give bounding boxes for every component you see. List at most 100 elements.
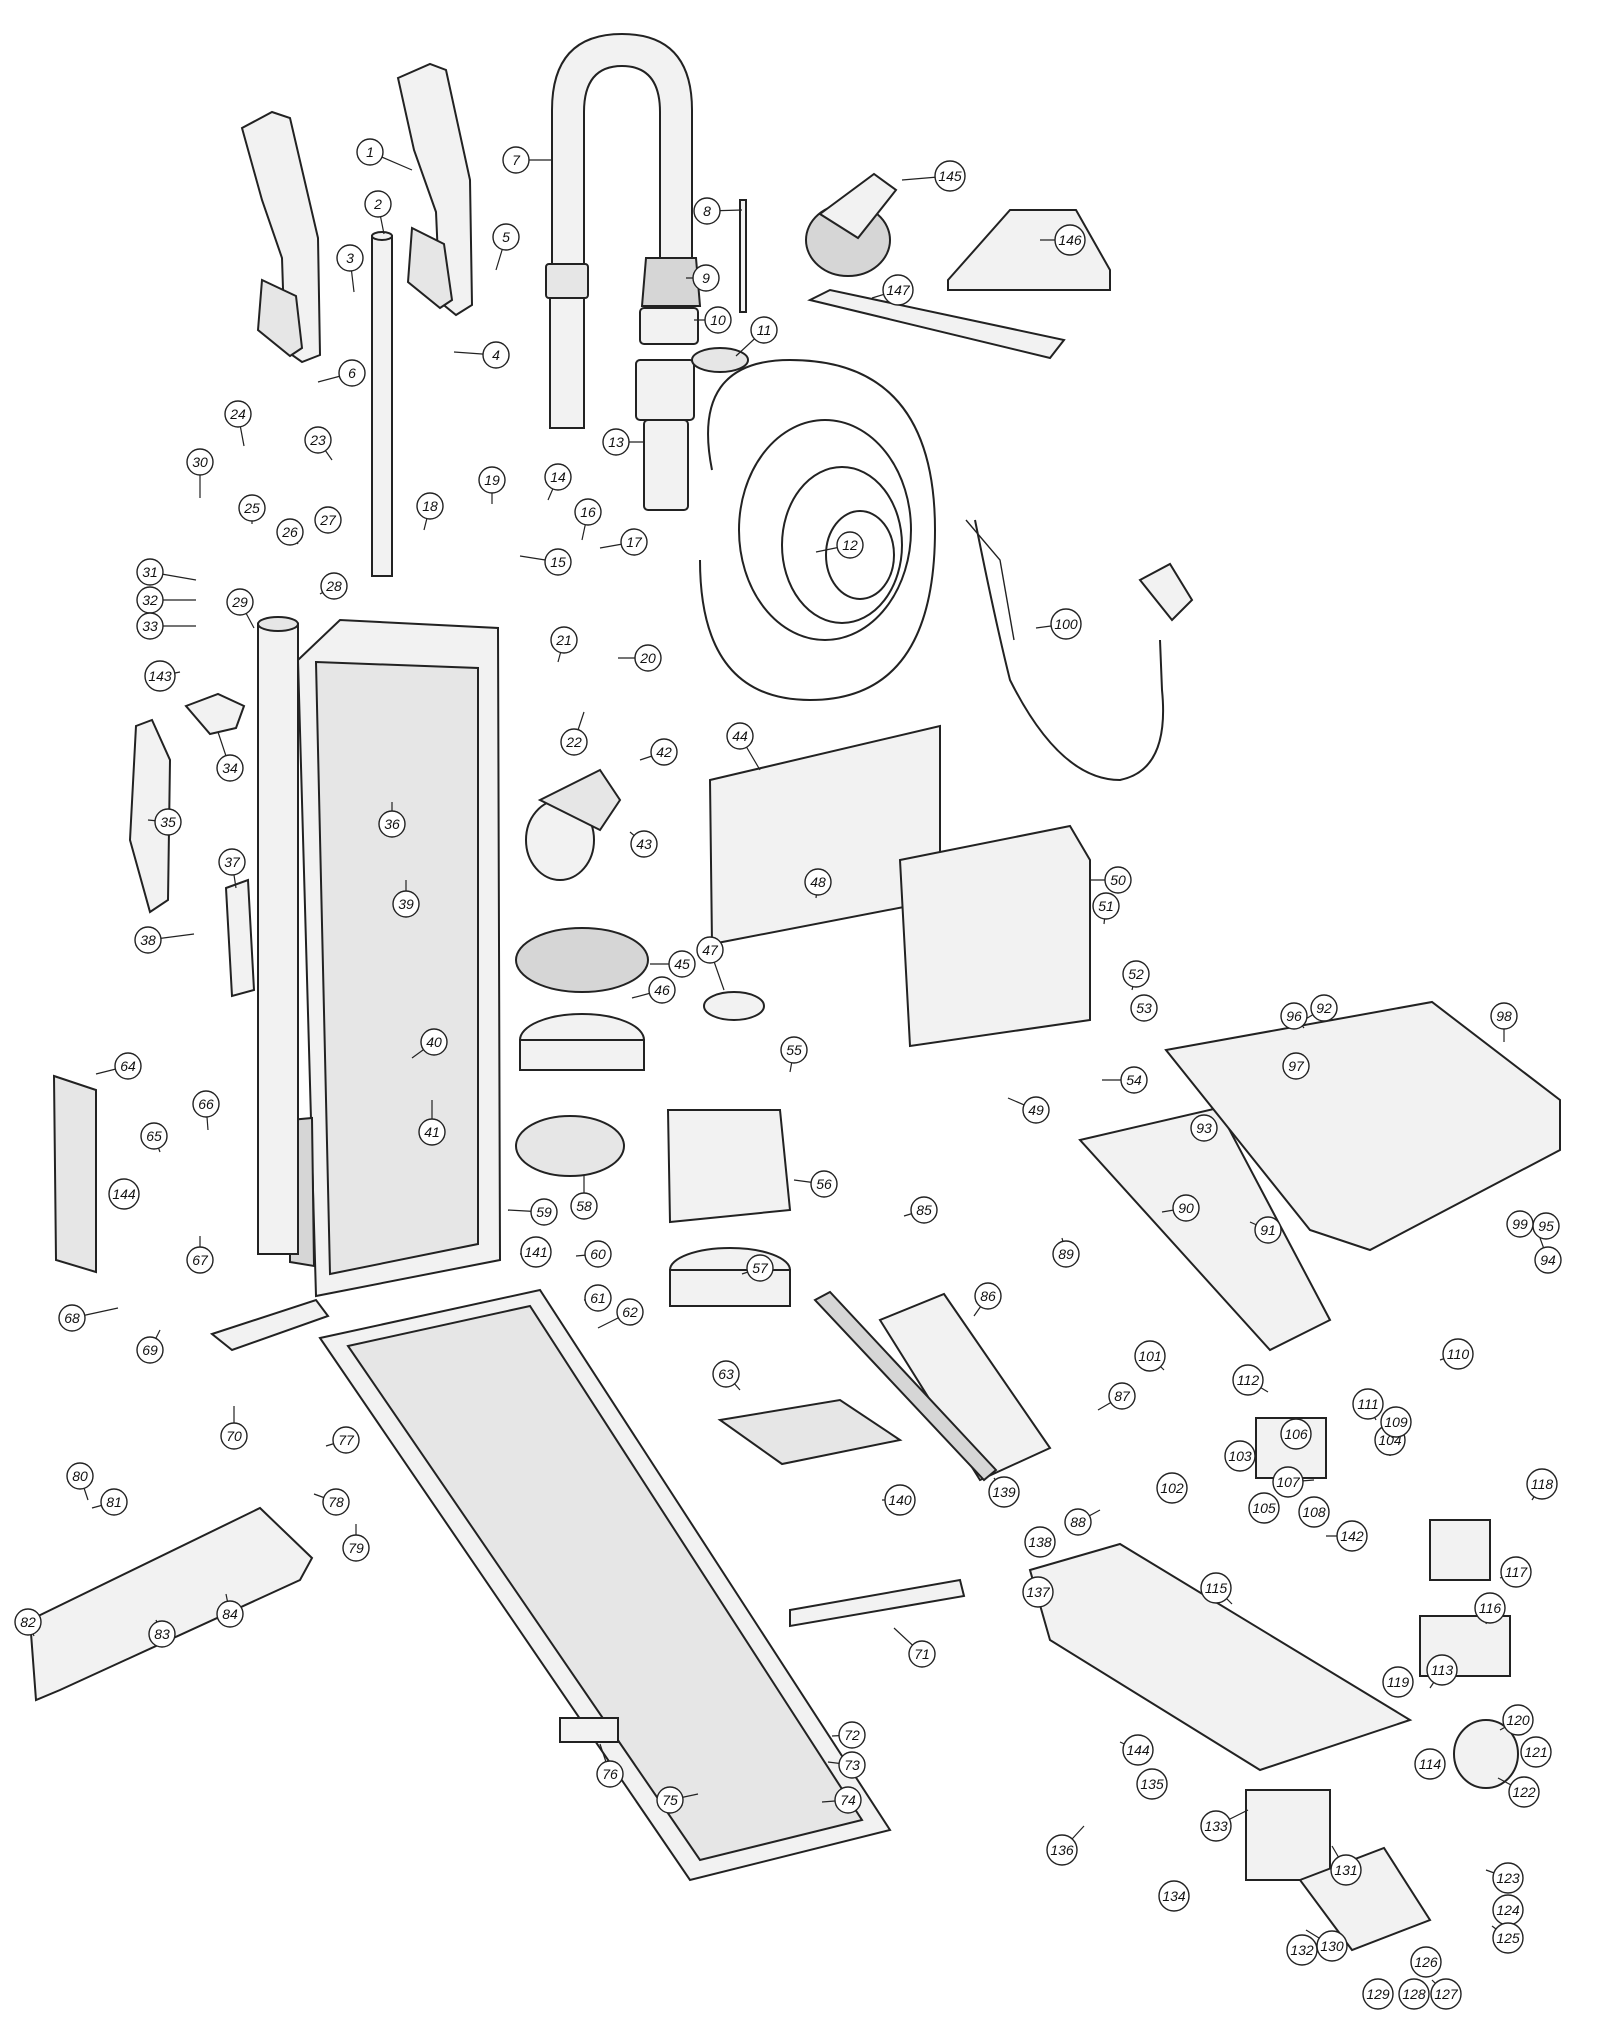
callout-number: 124: [1496, 1902, 1520, 1918]
dusting-brush: [805, 172, 898, 277]
callout-circle: [1490, 1002, 1518, 1030]
callout-circle: [1398, 1978, 1430, 2010]
callout-circle: [634, 644, 662, 672]
upholstery-tool: [947, 209, 1111, 291]
foam-pad: [52, 1074, 97, 1274]
callout-number: 114: [1419, 1756, 1442, 1772]
crevice-tool: [807, 288, 1066, 360]
callout-circle: [1104, 866, 1132, 894]
callout-circle: [378, 810, 406, 838]
callout-number: 4: [492, 347, 500, 363]
callout-circle: [220, 1422, 248, 1450]
callout-circle: [656, 1786, 684, 1814]
callout-number: 101: [1138, 1348, 1161, 1364]
callout-circle: [838, 1751, 866, 1779]
callout-77: 77: [325, 1426, 360, 1454]
callout-number: 144: [112, 1186, 136, 1202]
callout-number: 45: [674, 956, 690, 972]
callout-circle: [882, 274, 914, 306]
callout-number: 133: [1204, 1818, 1228, 1834]
grille: [515, 1115, 625, 1177]
callout-circle: [584, 1284, 612, 1312]
callout-number: 64: [120, 1058, 136, 1074]
callout-number: 43: [636, 836, 652, 852]
callout-115: 115: [1200, 1572, 1233, 1605]
callout-number: 8: [703, 203, 711, 219]
handle-grip-right: [396, 62, 474, 317]
callout-number: 145: [938, 168, 962, 184]
callout-122: 122: [1497, 1776, 1540, 1808]
callout-61: 61: [583, 1284, 612, 1312]
callout-number: 59: [536, 1204, 552, 1220]
callout-circle: [100, 1488, 128, 1516]
callout-number: 31: [142, 564, 158, 580]
callout-number: 50: [1110, 872, 1126, 888]
callout-number: 60: [590, 1246, 606, 1262]
callout-132: 132: [1286, 1934, 1318, 1966]
callout-number: 1: [366, 144, 374, 160]
callout-37: 37: [218, 848, 246, 889]
callout-circle: [1410, 1946, 1442, 1978]
callout-circle: [478, 466, 506, 494]
callout-94: 94: [1534, 1237, 1562, 1274]
callout-number: 21: [555, 632, 572, 648]
callout-number: 119: [1387, 1674, 1410, 1690]
callout-74: 74: [821, 1786, 862, 1814]
callout-83: 83: [148, 1619, 176, 1648]
callout-60: 60: [575, 1240, 612, 1268]
callout-circle: [1330, 1854, 1362, 1886]
bumper-bracket: [28, 1506, 314, 1702]
callout-circle: [746, 1254, 774, 1282]
callout-54: 54: [1102, 1066, 1148, 1094]
callout-circle: [336, 244, 364, 272]
callout-82: 82: [14, 1608, 42, 1637]
callout-circle: [356, 138, 384, 166]
callout-number: 61: [590, 1290, 606, 1306]
callout-number: 74: [840, 1792, 856, 1808]
callout-number: 95: [1538, 1218, 1554, 1234]
callout-number: 16: [580, 504, 596, 520]
callout-number: 17: [626, 534, 643, 550]
callout-33: 33: [136, 612, 196, 640]
callout-49: 49: [1007, 1096, 1050, 1124]
callout-number: 144: [1126, 1742, 1150, 1758]
callout-circle: [1280, 1418, 1312, 1450]
callout-number: 88: [1070, 1514, 1086, 1530]
callout-number: 27: [319, 512, 337, 528]
callout-86: 86: [973, 1282, 1002, 1317]
callout-113: 113: [1426, 1654, 1458, 1689]
callout-4: 4: [453, 341, 510, 369]
callout-number: 23: [309, 432, 326, 448]
callout-number: 62: [622, 1304, 638, 1320]
callout-circle: [482, 341, 510, 369]
callout-circle: [726, 722, 754, 750]
callout-circle: [342, 1534, 370, 1562]
callout-75: 75: [656, 1786, 699, 1814]
callout-circle: [1280, 1002, 1308, 1030]
callout-circle: [834, 1786, 862, 1814]
callout-number: 80: [72, 1468, 88, 1484]
callout-127: 127: [1430, 1978, 1462, 2010]
callout-circle: [1200, 1572, 1232, 1604]
callout-51: 51: [1092, 892, 1120, 925]
callout-126: 126: [1410, 1946, 1442, 1978]
callout-112: 112: [1232, 1364, 1269, 1396]
callout-66: 66: [192, 1090, 220, 1131]
callout-134: 134: [1158, 1880, 1190, 1912]
callout-14: 14: [544, 463, 572, 501]
callout-circle: [1426, 1654, 1458, 1686]
callout-number: 130: [1320, 1938, 1344, 1954]
callout-88: 88: [1064, 1508, 1101, 1536]
callout-53: 53: [1130, 994, 1158, 1022]
callout-circle: [838, 1721, 866, 1749]
callout-63: 63: [712, 1360, 741, 1391]
callout-number: 25: [243, 500, 260, 516]
callout-number: 37: [224, 854, 241, 870]
callout-number: 86: [980, 1288, 996, 1304]
callout-117: 117: [1499, 1556, 1532, 1588]
callout-96: 96: [1280, 1002, 1308, 1030]
callout-circle: [1506, 1210, 1534, 1238]
callout-144: 144: [108, 1178, 140, 1210]
callout-circle: [1224, 1440, 1256, 1472]
callout-141: 141: [519, 1236, 552, 1268]
